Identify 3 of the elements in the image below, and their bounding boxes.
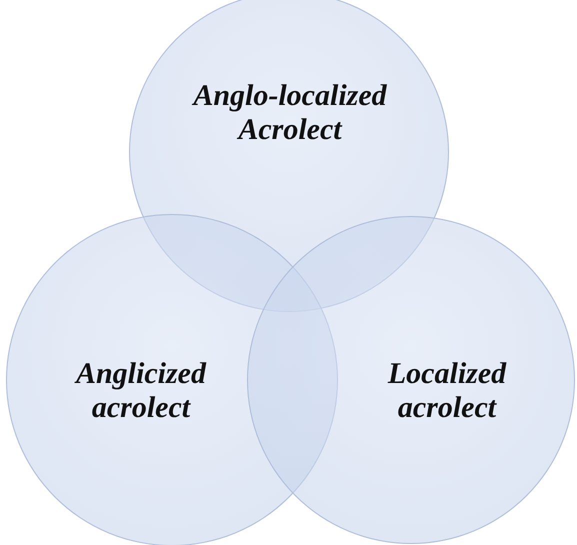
- circle-label: Anglicized acrolect: [74, 357, 208, 425]
- circle-label: Localized acrolect: [386, 357, 508, 425]
- circle-label: Anglo-localized Acrolect: [190, 79, 388, 147]
